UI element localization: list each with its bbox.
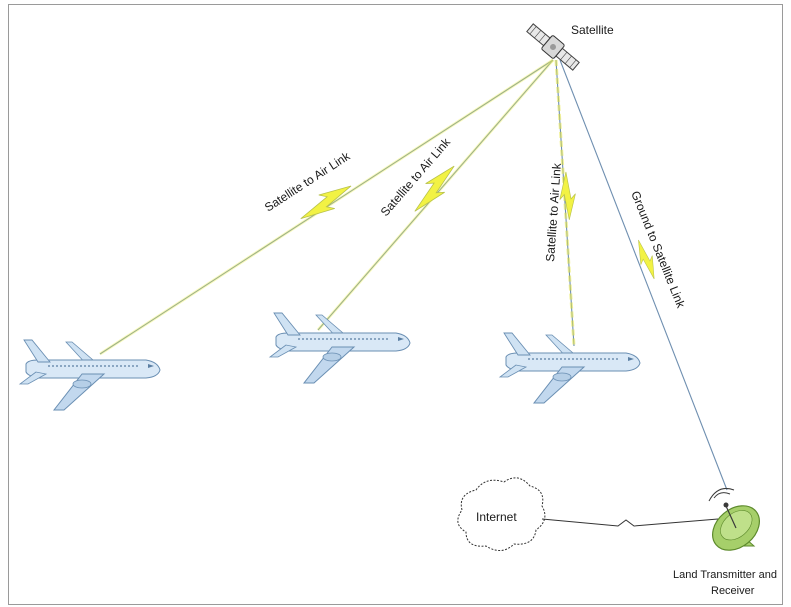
ground-station-label-line2: Receiver: [711, 585, 755, 597]
airplane-icon: [270, 313, 410, 383]
internet-link-line: [542, 519, 718, 526]
link-label-3: Satellite to Air Link: [543, 162, 564, 262]
link-label-1: Satellite to Air Link: [262, 148, 353, 214]
link-line-ground: [560, 60, 727, 490]
link-label-ground: Ground to Satellite Link: [628, 189, 688, 311]
satellite-dish-icon: [704, 488, 768, 559]
satellite-label: Satellite: [571, 23, 614, 37]
airplane-icon: [20, 340, 160, 410]
diagram-border: [9, 5, 783, 605]
internet-label: Internet: [476, 510, 517, 524]
ground-station-label-line1: Land Transmitter and: [673, 569, 777, 581]
airplane-icon: [500, 333, 640, 403]
